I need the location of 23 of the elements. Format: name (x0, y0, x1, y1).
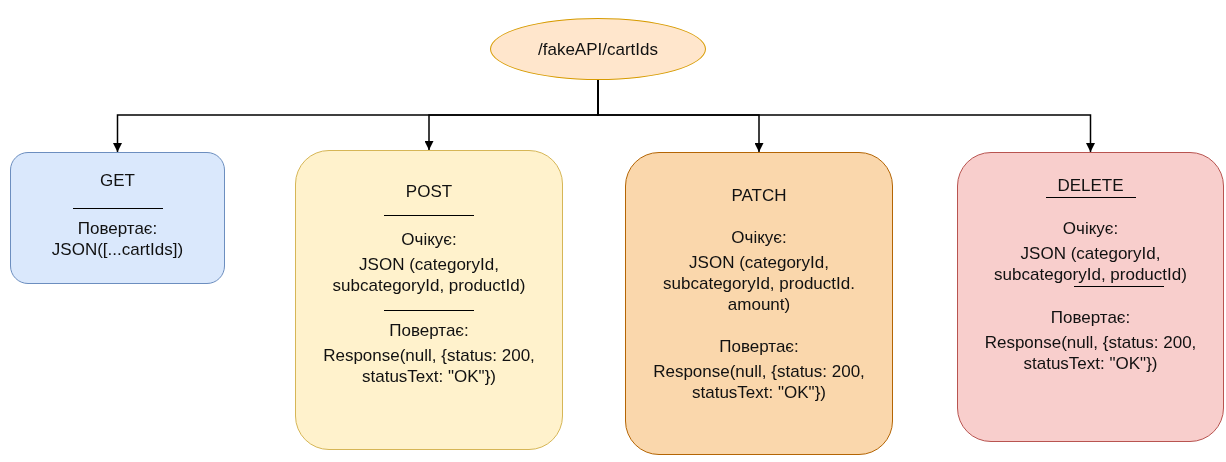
node-text: JSON (categoryId, subcategoryId, productId. amount) (662, 252, 856, 315)
node-text: DELETE (1057, 175, 1124, 196)
node-text: Response(null, {status: 200, statusText: "OK"}) (322, 345, 536, 387)
node-text: PATCH (731, 185, 787, 206)
node-text: Повертає: (719, 336, 799, 357)
method-box (957, 152, 1224, 442)
method-box (10, 152, 225, 284)
node-text: POST (405, 181, 453, 202)
node-text: /fakeAPI/cartIds (538, 39, 658, 60)
node-text: Очікує: (731, 227, 787, 248)
node-text: Очікує: (401, 229, 457, 250)
node-text: Response(null, {status: 200, statusText: "OK"}) (652, 361, 866, 403)
method-box (625, 152, 893, 455)
node-text: JSON([...cartIds]) (51, 239, 184, 260)
node-text: JSON (categoryId, subcategoryId, productId) (993, 243, 1188, 285)
node-text: JSON (categoryId, subcategoryId, productId) (331, 254, 527, 296)
node-text: Повертає: (77, 218, 158, 239)
node-text: Response(null, {status: 200, statusText: "OK"}) (983, 332, 1198, 374)
node-text: Очікує: (1062, 218, 1119, 239)
node-text: Повертає: (389, 320, 469, 341)
method-box (295, 150, 563, 450)
node-text: Повертає: (1050, 307, 1131, 328)
node-text: GET (100, 170, 135, 191)
